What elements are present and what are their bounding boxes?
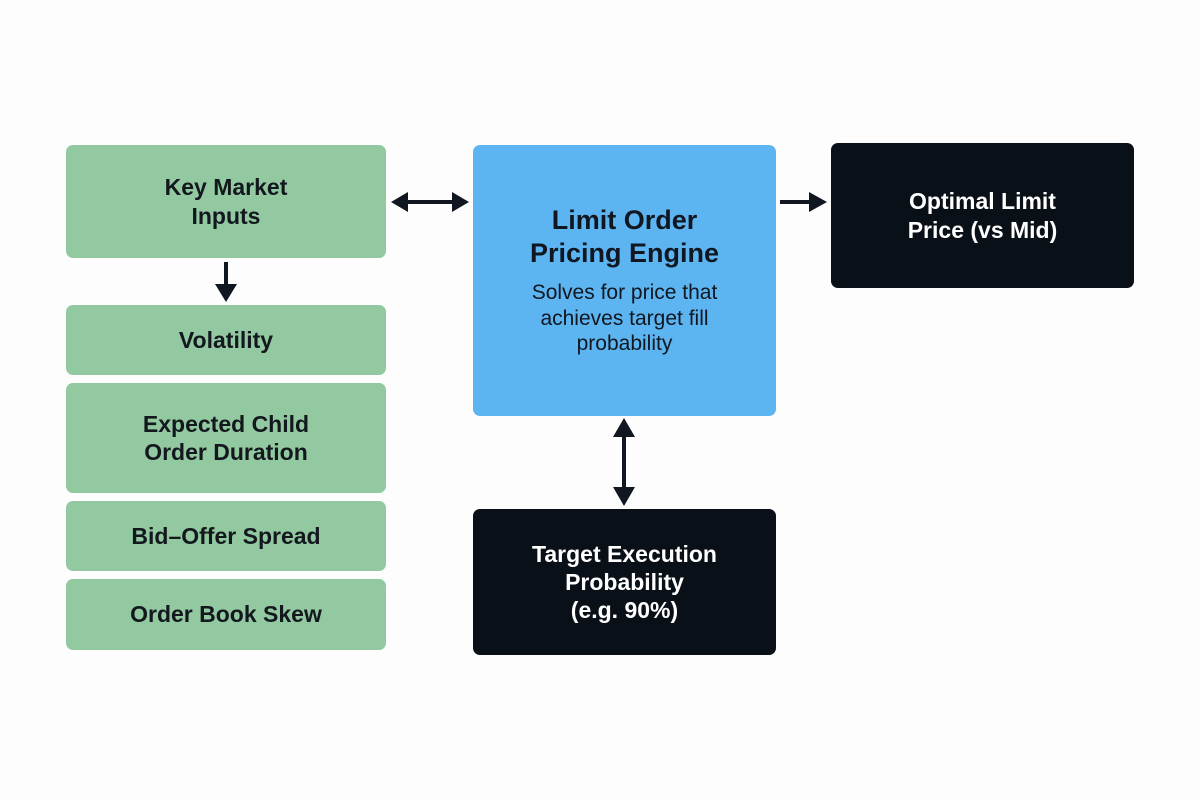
node-limit-order-pricing-engine[interactable]: Limit Order Pricing Engine Solves for pr…	[473, 145, 776, 416]
node-expected-child-order-duration[interactable]: Expected Child Order Duration	[66, 383, 386, 493]
node-label: Volatility	[178, 326, 274, 353]
double-arrow-horizontal-icon	[391, 183, 469, 221]
node-subtitle: Solves for price that achieves target fi…	[531, 281, 718, 356]
node-label: Bid–Offer Spread	[131, 522, 321, 549]
arrow-down-icon	[202, 262, 250, 302]
node-label: Key Market Inputs	[164, 174, 288, 229]
node-optimal-limit-price[interactable]: Optimal Limit Price (vs Mid)	[831, 143, 1134, 288]
node-volatility[interactable]: Volatility	[66, 305, 386, 375]
node-target-execution-probability[interactable]: Target Execution Probability (e.g. 90%)	[473, 509, 776, 655]
node-key-market-inputs[interactable]: Key Market Inputs	[66, 145, 386, 258]
node-label: Expected Child Order Duration	[142, 410, 310, 465]
node-label: Target Execution Probability (e.g. 90%)	[532, 540, 717, 624]
double-arrow-vertical-icon	[600, 418, 648, 506]
node-label: Order Book Skew	[130, 601, 322, 628]
node-label: Optimal Limit Price (vs Mid)	[907, 188, 1058, 243]
node-bid-offer-spread[interactable]: Bid–Offer Spread	[66, 501, 386, 571]
node-title: Limit Order Pricing Engine	[529, 205, 720, 269]
arrow-right-icon	[780, 183, 827, 221]
node-order-book-skew[interactable]: Order Book Skew	[66, 579, 386, 650]
